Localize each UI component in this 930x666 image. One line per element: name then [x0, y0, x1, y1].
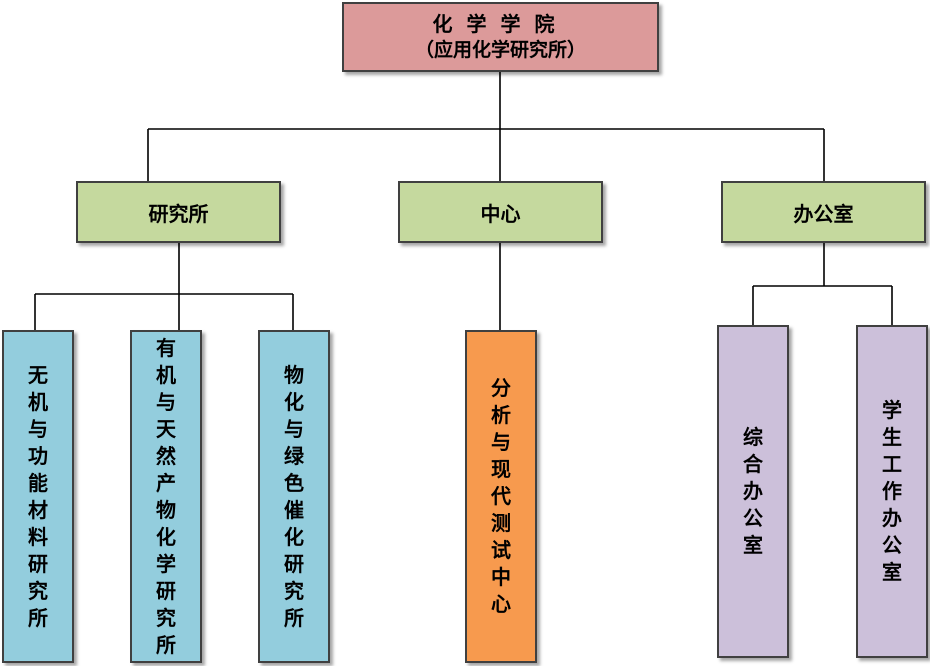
analysis-center-label: 分析与现代测试中心 [491, 376, 511, 616]
physchem-institute-node: 物化与绿色催化研究所 [258, 330, 330, 663]
center-node: 中心 [398, 181, 603, 243]
institutes-label: 研究所 [148, 201, 209, 226]
organic-institute-node: 有机与天然产物化学研究所 [130, 330, 202, 663]
physchem-institute-label: 物化与绿色催化研究所 [284, 362, 304, 630]
inorganic-institute-label: 无机与功能材料研究所 [28, 362, 48, 630]
institutes-node: 研究所 [76, 181, 281, 243]
analysis-center-node: 分析与现代测试中心 [465, 330, 537, 663]
college-root-node: 化学学院 （应用化学研究所） [342, 2, 659, 72]
student-office-node: 学生工作办公室 [856, 325, 928, 658]
inorganic-institute-node: 无机与功能材料研究所 [2, 330, 74, 663]
general-office-label: 综合办公室 [743, 425, 763, 557]
general-office-node: 综合办公室 [717, 325, 789, 658]
college-alias: （应用化学研究所） [414, 39, 586, 61]
office-label: 办公室 [793, 201, 854, 226]
student-office-label: 学生工作办公室 [882, 398, 902, 584]
organic-institute-label: 有机与天然产物化学研究所 [156, 335, 176, 657]
office-node: 办公室 [721, 181, 926, 243]
center-label: 中心 [480, 201, 521, 226]
college-name: 化学学院 [432, 12, 569, 36]
